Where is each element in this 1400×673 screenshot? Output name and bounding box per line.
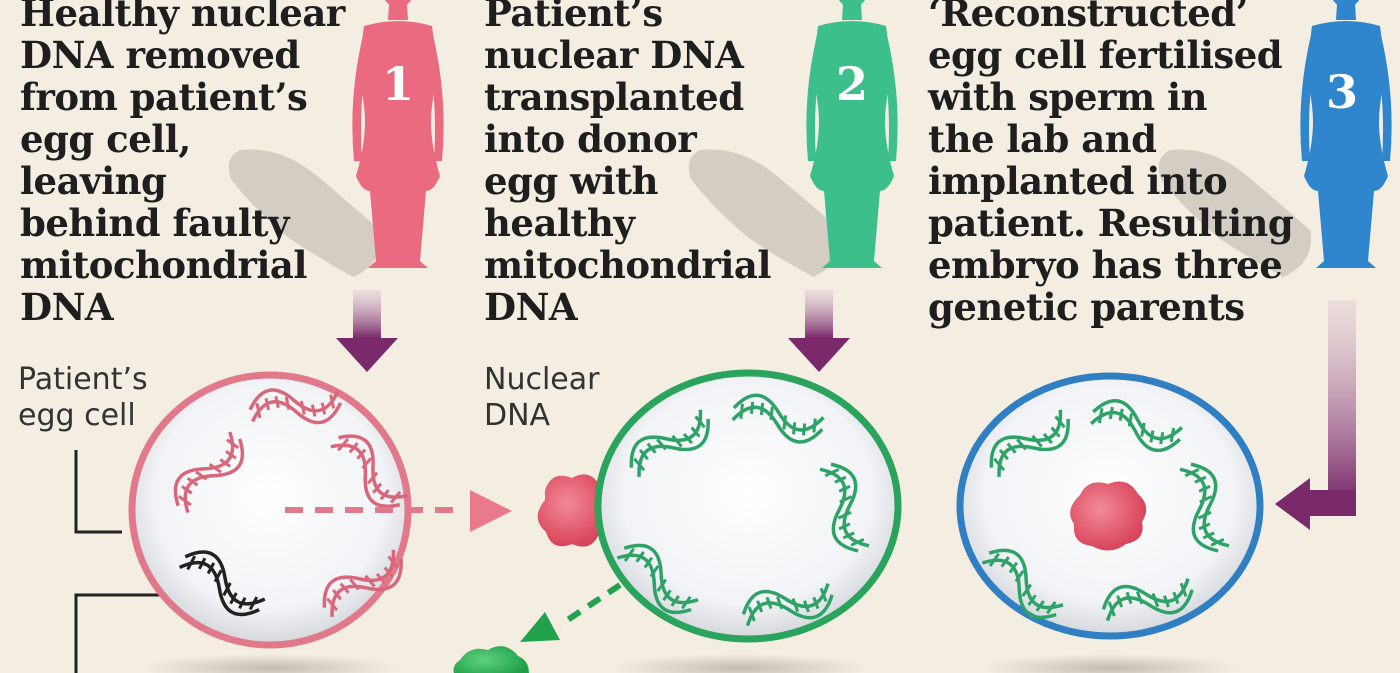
arrow-down-1-icon	[336, 290, 398, 372]
step-3-description: ‘Reconstructed’ egg cell fertilised with…	[928, 0, 1294, 329]
patient-egg-cell-label: Patient’s egg cell	[18, 362, 148, 433]
step-1-description: Healthy nuclear DNA removed from patient…	[20, 0, 345, 329]
donor-egg-cell	[520, 369, 902, 643]
woman-figure-3-icon	[1300, 0, 1392, 268]
step-2-description: Patient’s nuclear DNA transplanted into …	[484, 0, 771, 329]
nuclear-dna-label: Nuclear DNA	[484, 362, 600, 433]
arrow-down-2-icon	[788, 290, 850, 372]
patient-egg-cell	[128, 371, 512, 649]
step-number-1: 1	[382, 57, 414, 111]
arrow-to-cell-3-icon	[1275, 300, 1356, 530]
reconstructed-egg-cell	[956, 372, 1264, 640]
step-number-2: 2	[836, 57, 868, 111]
nucleus-blob	[537, 474, 613, 547]
mitochondria-blob	[453, 646, 529, 673]
step-number-3: 3	[1326, 65, 1358, 119]
